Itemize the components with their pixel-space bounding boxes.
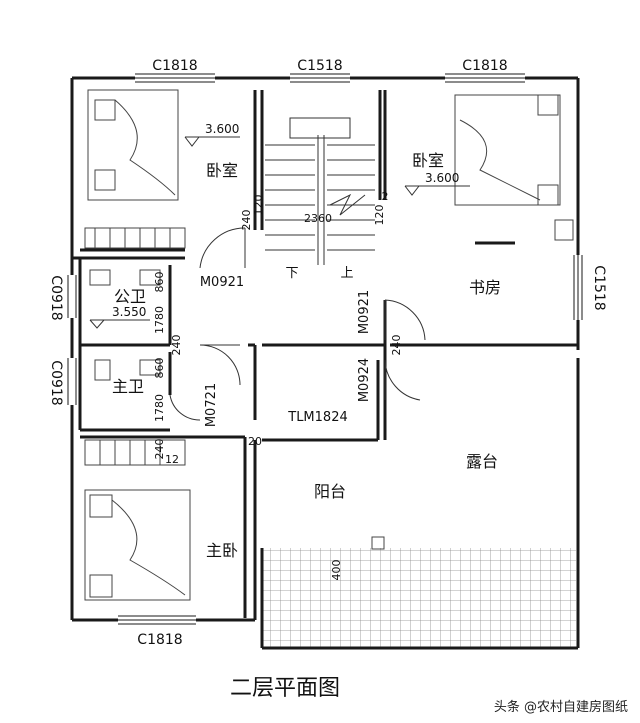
dim-240-b: 240 xyxy=(170,335,183,356)
elevation-label-2: 3.600 xyxy=(425,171,459,185)
dim-240-c: 240 xyxy=(153,439,166,460)
window-label-top-mid: C1518 xyxy=(297,58,342,74)
terrace-tiles xyxy=(262,548,576,648)
window-label-top-right: C1818 xyxy=(462,58,507,74)
dim-stair: 2360 xyxy=(304,212,332,225)
dim-860-a: 860 xyxy=(153,272,166,293)
dim-1780-a: 1780 xyxy=(153,306,166,334)
elevation-label-1: 3.600 xyxy=(205,122,239,136)
stair-label-down: 下 xyxy=(285,266,298,281)
window-label-right: C1518 xyxy=(591,265,607,310)
dim-240-d: 240 xyxy=(390,335,403,356)
window-label-bottom: C1818 xyxy=(137,632,182,648)
staircase xyxy=(265,117,375,265)
door-swings xyxy=(169,227,426,421)
dim-120-a: 120 xyxy=(252,195,265,216)
dim-860-b: 860 xyxy=(153,358,166,379)
dim-400: 400 xyxy=(330,560,343,581)
dim-2-b: 2 xyxy=(382,190,389,203)
room-label-terrace: 露台 xyxy=(466,452,498,471)
dim-20: 20 xyxy=(248,435,262,448)
room-label-public-bath: 公卫 xyxy=(114,287,146,306)
elevation-label-3: 3.550 xyxy=(112,305,146,319)
door-label-tlm1824: TLM1824 xyxy=(287,410,347,425)
room-label-balcony: 阳台 xyxy=(314,482,346,501)
dim-12: 12 xyxy=(165,453,179,466)
dim-240-a: 240 xyxy=(240,210,253,231)
room-label-bedroom-2: 卧室 xyxy=(412,151,444,170)
window-label-left-2: C0918 xyxy=(48,360,64,405)
room-label-bedroom-1: 卧室 xyxy=(206,161,238,180)
window-label-top-left: C1818 xyxy=(152,58,197,74)
drawing-caption: 二层平面图 xyxy=(230,676,340,701)
door-label-m0921-b: M0921 xyxy=(357,290,372,334)
window-label-left-1: C0918 xyxy=(48,275,64,320)
door-label-m0921-a: M0921 xyxy=(200,275,244,290)
room-label-master-bedroom: 主卧 xyxy=(206,541,238,560)
room-label-master-bath: 主卫 xyxy=(112,377,144,396)
stair-label-up: 上 xyxy=(340,266,353,281)
furniture xyxy=(84,89,574,601)
windows xyxy=(67,73,583,625)
door-label-m0924: M0924 xyxy=(357,358,372,402)
door-label-m0721: M0721 xyxy=(204,383,219,427)
dim-1780-b: 1780 xyxy=(153,394,166,422)
dim-120-b: 120 xyxy=(373,205,386,226)
walls xyxy=(70,76,580,650)
watermark: 头条 @农村自建房图纸 xyxy=(493,700,628,715)
room-label-study: 书房 xyxy=(469,278,501,297)
